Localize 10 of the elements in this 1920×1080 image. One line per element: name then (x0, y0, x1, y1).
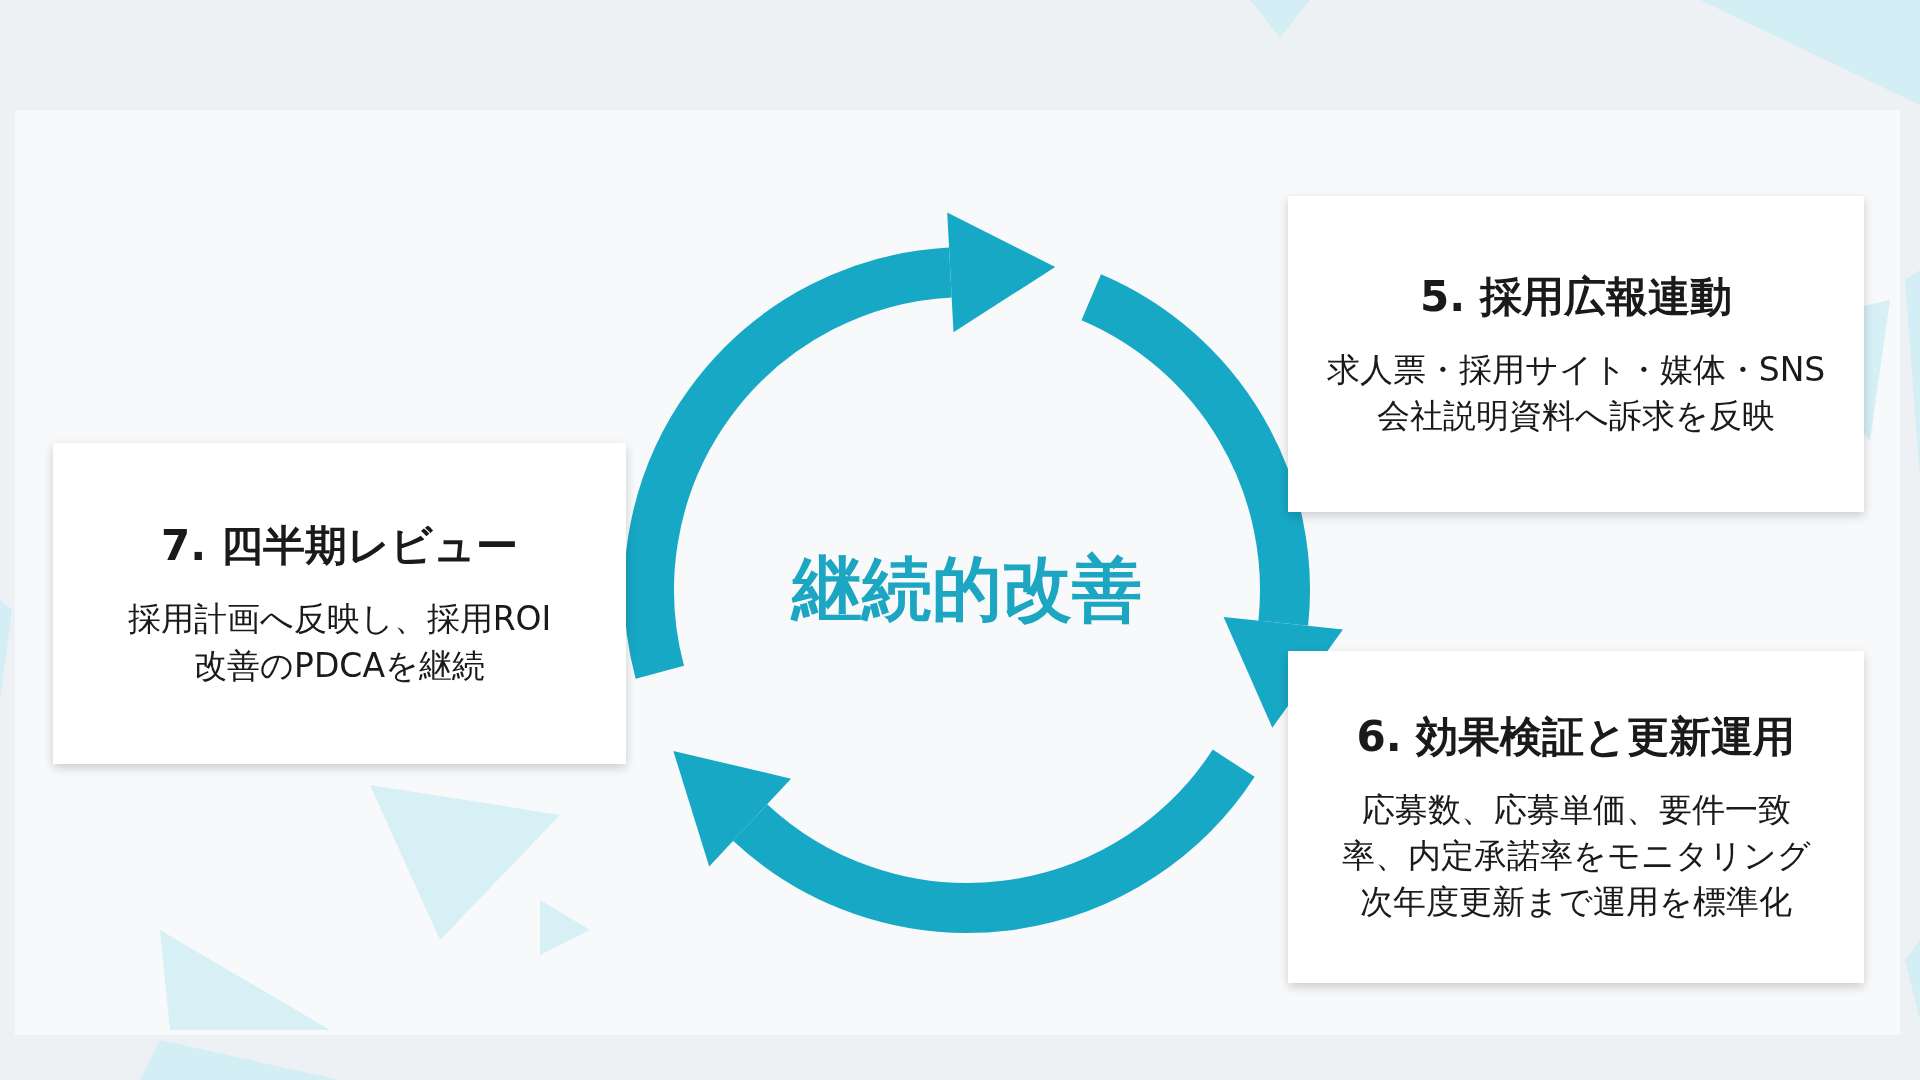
step-title: 7. 四半期レビュー (161, 520, 518, 573)
step-title: 6. 効果検証と更新運用 (1356, 710, 1796, 763)
step-description: 採用計画へ反映し、採用ROI改善のPDCAを継続 (126, 598, 553, 687)
step-description: 求人票・採用サイト・媒体・SNS会社説明資料へ訴求を反映 (1325, 348, 1827, 437)
center-title: 継続的改善 (737, 540, 1197, 640)
step-description: 応募数、応募単価、要件一致率、内定承諾率をモニタリング次年度更新まで運用を標準化 (1340, 788, 1812, 924)
step-title: 5. 採用広報連動 (1420, 270, 1732, 323)
step-card (1288, 651, 1864, 983)
step-card (53, 443, 626, 764)
step-card (1288, 196, 1864, 512)
